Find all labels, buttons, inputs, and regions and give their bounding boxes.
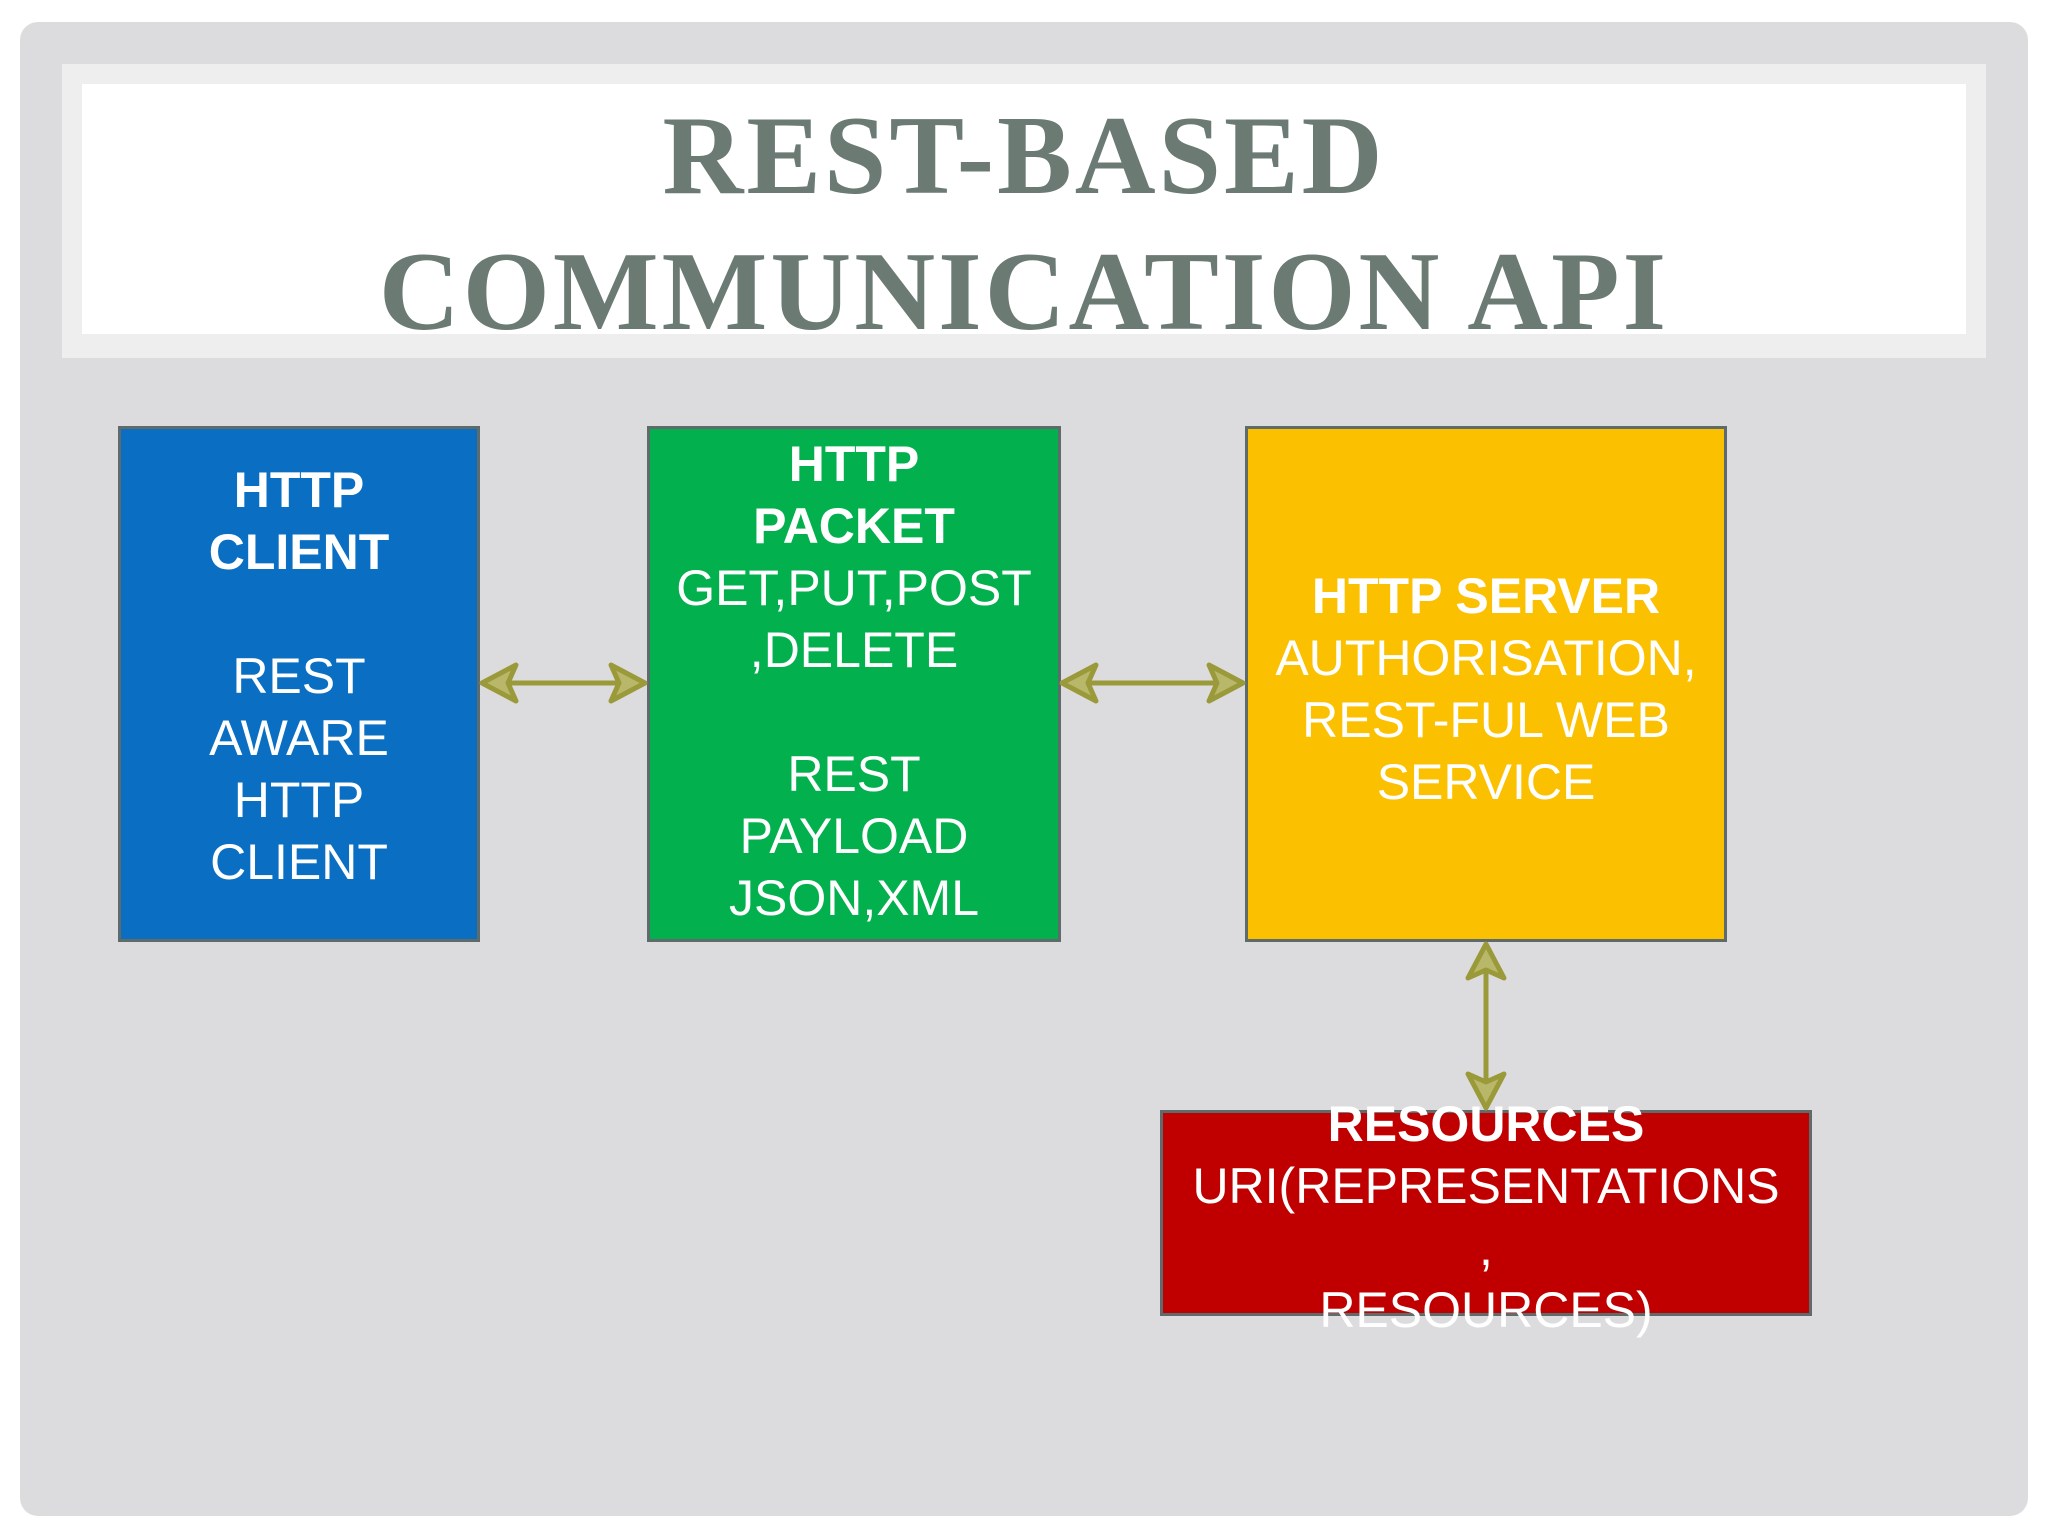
resources-line-1: URI(REPRESENTATIONS (1192, 1158, 1780, 1214)
client-line-3: HTTP (233, 772, 365, 828)
server-line-2: REST-FUL WEB (1302, 692, 1670, 748)
server-heading: HTTP SERVER (1311, 568, 1661, 624)
title-line-2: COMMUNICATION API (378, 230, 1670, 354)
client-line-4: CLIENT (210, 834, 388, 890)
http-packet-box: HTTP PACKET GET,PUT,POST ,DELETE REST PA… (647, 426, 1061, 942)
resources-line-3: RESOURCES) (1319, 1282, 1653, 1338)
packet-line-4: PAYLOAD (739, 808, 969, 864)
client-line-1: REST (232, 648, 366, 704)
packet-heading-1: HTTP (788, 436, 920, 492)
packet-line-2: ,DELETE (749, 622, 959, 678)
title-panel (82, 84, 1966, 334)
http-server-box: HTTP SERVER AUTHORISATION, REST-FUL WEB … (1245, 426, 1727, 942)
slide-title: REST-BASED COMMUNICATION API (82, 88, 1966, 360)
client-line-2: AWARE (209, 710, 389, 766)
packet-server-arrow (1059, 662, 1246, 704)
resources-text: RESOURCES URI(REPRESENTATIONS , RESOURCE… (1163, 1093, 1809, 1341)
client-heading-2: CLIENT (208, 524, 390, 580)
packet-line-1: GET,PUT,POST (676, 560, 1032, 616)
http-client-box: HTTP CLIENT REST AWARE HTTP CLIENT (118, 426, 480, 942)
client-heading-1: HTTP (233, 462, 365, 518)
resources-box: RESOURCES URI(REPRESENTATIONS , RESOURCE… (1160, 1096, 1812, 1338)
server-resources-arrow (1465, 941, 1507, 1111)
packet-line-3: REST (787, 746, 921, 802)
server-line-3: SERVICE (1376, 754, 1596, 810)
title-line-1: REST-BASED (662, 94, 1386, 218)
resources-line-2: , (1479, 1220, 1493, 1276)
server-line-1: AUTHORISATION, (1275, 630, 1697, 686)
packet-line-5: JSON,XML (728, 870, 980, 926)
client-packet-arrow (479, 662, 648, 704)
packet-heading-2: PACKET (753, 498, 955, 554)
